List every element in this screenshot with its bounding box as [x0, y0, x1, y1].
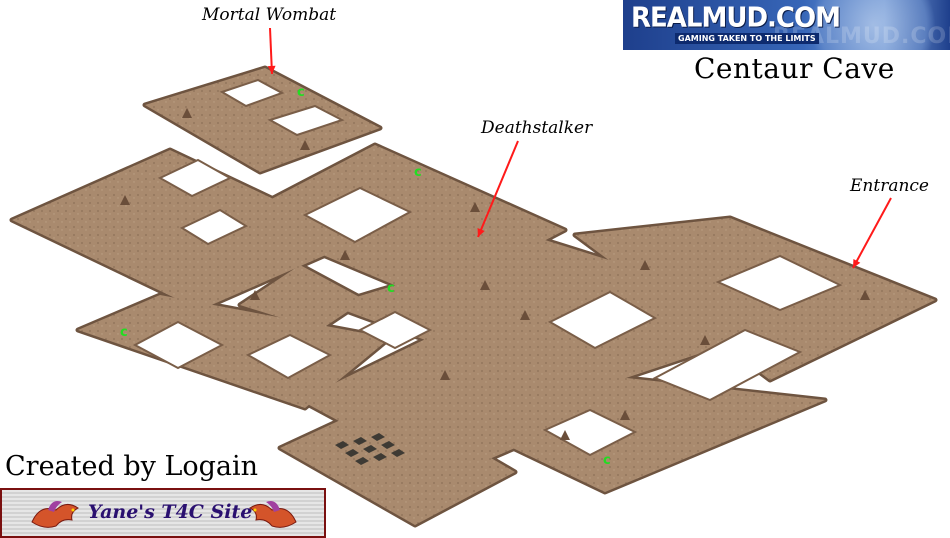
- pit-connector: [357, 310, 433, 350]
- marker-label-deathstalker: Deathstalker: [481, 118, 593, 138]
- pit-north-a: [219, 78, 285, 108]
- stalagmite-10: [440, 370, 450, 380]
- pit-deathstalker: [302, 186, 413, 244]
- pit-southeast: [542, 408, 638, 457]
- arrow-mortal-wombat-head: [267, 65, 276, 74]
- stalagmite-13: [250, 290, 260, 300]
- spawn-marker-4: c: [603, 453, 611, 468]
- stalagmite-4: [520, 310, 530, 320]
- stalagmite-8: [620, 410, 630, 420]
- floor-grate-0-1: [345, 449, 359, 457]
- cave-southwest-room-fill: [78, 295, 390, 408]
- pit-east-upper: [715, 254, 843, 312]
- stalagmite-1: [182, 108, 192, 118]
- floor-grate-0-0: [335, 441, 349, 449]
- pit-southwest: [132, 320, 225, 370]
- cave-southeast-room-fill: [450, 370, 825, 492]
- cave-connector-west-fill: [240, 265, 365, 330]
- stalagmite-5: [640, 260, 650, 270]
- marker-label-entrance: Entrance: [850, 176, 929, 196]
- banner-tagline: GAMING TAKEN TO THE LIMITS: [675, 33, 819, 44]
- cave-north-room-fill: [145, 68, 380, 172]
- arrow-deathstalker-head: [477, 228, 485, 237]
- pit-west-b: [179, 208, 249, 246]
- dragon-right-icon: [249, 501, 297, 528]
- map-title: Centaur Cave: [694, 52, 895, 85]
- stalagmite-11: [480, 280, 490, 290]
- floor-grate-0-2: [355, 457, 369, 465]
- arrow-entrance-line: [852, 197, 892, 269]
- stalagmite-3: [470, 202, 480, 212]
- banner-glow: [803, 0, 943, 50]
- stalagmite-7: [860, 290, 870, 300]
- spawn-marker-1: c: [414, 165, 422, 180]
- cave-south-chamber-fill: [280, 398, 515, 525]
- pit-west: [157, 158, 233, 198]
- pit-east-lower: [652, 328, 803, 402]
- arrow-deathstalker-line: [477, 140, 519, 238]
- spawn-marker-0: c: [297, 85, 305, 100]
- stalagmite-9: [560, 430, 570, 440]
- credit-text: Created by Logain: [5, 451, 259, 482]
- stalagmite-2: [300, 140, 310, 150]
- floor-grate-2-1: [381, 441, 395, 449]
- pit-north-b: [267, 104, 345, 137]
- floor-grate-2-2: [391, 449, 405, 457]
- spawn-marker-2: c: [387, 281, 395, 296]
- stalagmite-6: [700, 335, 710, 345]
- stalagmite-12: [340, 250, 350, 260]
- site-logo-text: Yane's T4C Site: [88, 501, 253, 523]
- marker-label-mortal-wombat: Mortal Wombat: [202, 5, 337, 25]
- floor-grate-1-2: [373, 453, 387, 461]
- stalagmite-0: [120, 195, 130, 205]
- spawn-marker-3: c: [120, 325, 128, 340]
- site-logo[interactable]: Yane's T4C Site: [0, 488, 326, 538]
- floor-grate-1-1: [363, 445, 377, 453]
- pit-southwest-b: [245, 333, 333, 380]
- realmud-banner[interactable]: REALMUD.COM REALMUD.COM GAMING TAKEN TO …: [623, 0, 950, 50]
- pit-center: [547, 290, 658, 350]
- dragon-left-icon: [31, 501, 79, 528]
- floor-grate-2-0: [371, 433, 385, 441]
- banner-brand: REALMUD.COM: [631, 2, 841, 34]
- floor-grate-1-0: [353, 437, 367, 445]
- arrow-entrance-head: [853, 259, 861, 268]
- cave-connector-center-fill: [400, 268, 520, 330]
